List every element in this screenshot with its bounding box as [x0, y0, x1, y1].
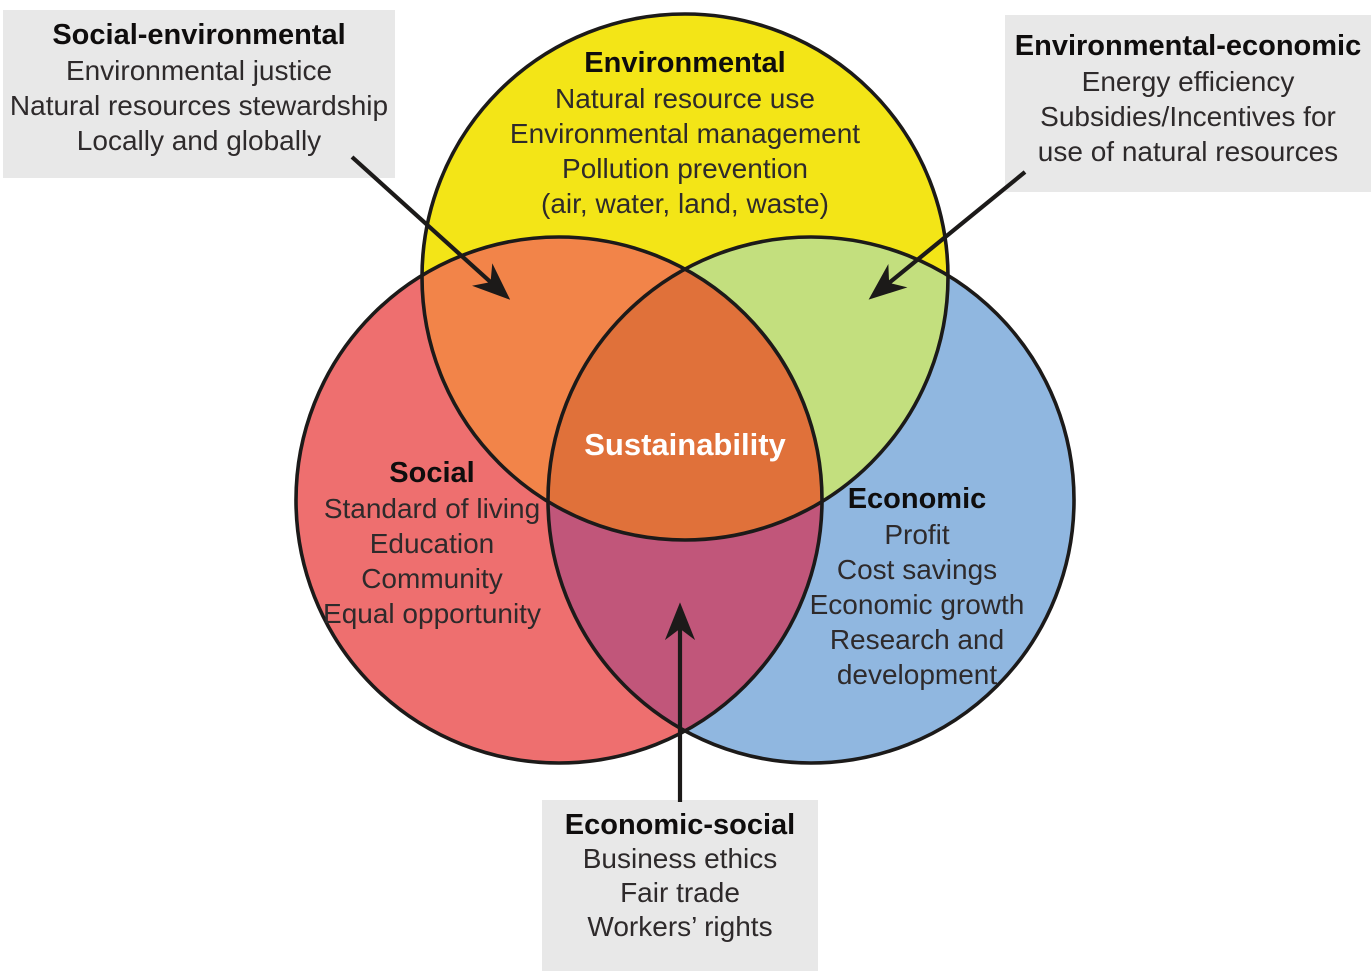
sustainability-label: Sustainability: [584, 427, 786, 462]
callout-social-environmental-title: Social-environmental: [52, 19, 346, 51]
arrow-social-environmental: [350, 155, 511, 300]
economic-item: development: [836, 659, 998, 690]
economic-item: Economic growth: [809, 589, 1025, 620]
callout-line: Business ethics: [582, 843, 778, 874]
callout-economic-social-title: Economic-social: [564, 809, 796, 841]
social-item: Equal opportunity: [323, 598, 541, 629]
social-label-block: Social Standard of living Education Comm…: [323, 456, 541, 631]
economic-label-block: Economic Profit Cost savings Economic gr…: [810, 482, 1025, 692]
callout-line: Subsidies/Incentives for: [1040, 101, 1336, 132]
overlap-center-sustainability: [548, 237, 822, 540]
callout-environmental-economic-title: Environmental-economic: [1014, 30, 1362, 62]
callout-box-economic-social: [542, 800, 818, 971]
environmental-item: Environmental management: [509, 118, 861, 149]
callout-line: Energy efficiency: [1081, 66, 1295, 97]
economic-item: Research and: [829, 624, 1005, 655]
callout-social-environmental: Social-environmental Environmental justi…: [3, 18, 395, 158]
social-item: Education: [369, 528, 495, 559]
social-item: Standard of living: [323, 493, 541, 524]
callout-line: Environmental justice: [65, 55, 333, 86]
arrow-environmental-economic: [868, 170, 1027, 300]
callout-environmental-economic: Environmental-economic Energy efficiency…: [1005, 29, 1371, 169]
economic-item: Profit: [884, 519, 950, 550]
social-title: Social: [389, 457, 475, 489]
social-item: Community: [361, 563, 503, 594]
callout-box-environmental-economic: [1005, 15, 1371, 192]
callout-box-social-environmental: [3, 10, 395, 178]
environmental-title: Environmental: [584, 47, 786, 79]
environmental-label-block: Environmental Natural resource use Envir…: [510, 46, 860, 221]
callout-line: Locally and globally: [76, 125, 322, 156]
callout-line: Fair trade: [620, 877, 740, 908]
economic-title: Economic: [847, 483, 987, 515]
callout-line: Natural resources stewardship: [9, 90, 389, 121]
callout-line: use of natural resources: [1037, 136, 1339, 167]
environmental-circle-outline: [420, 12, 950, 542]
callout-economic-social: Economic-social Business ethics Fair tra…: [542, 808, 818, 944]
environmental-item: Natural resource use: [555, 83, 815, 114]
economic-item: Cost savings: [836, 554, 998, 585]
callout-line: Workers’ rights: [587, 911, 773, 942]
environmental-item: Pollution prevention: [562, 153, 808, 184]
environmental-item: (air, water, land, waste): [541, 188, 829, 219]
